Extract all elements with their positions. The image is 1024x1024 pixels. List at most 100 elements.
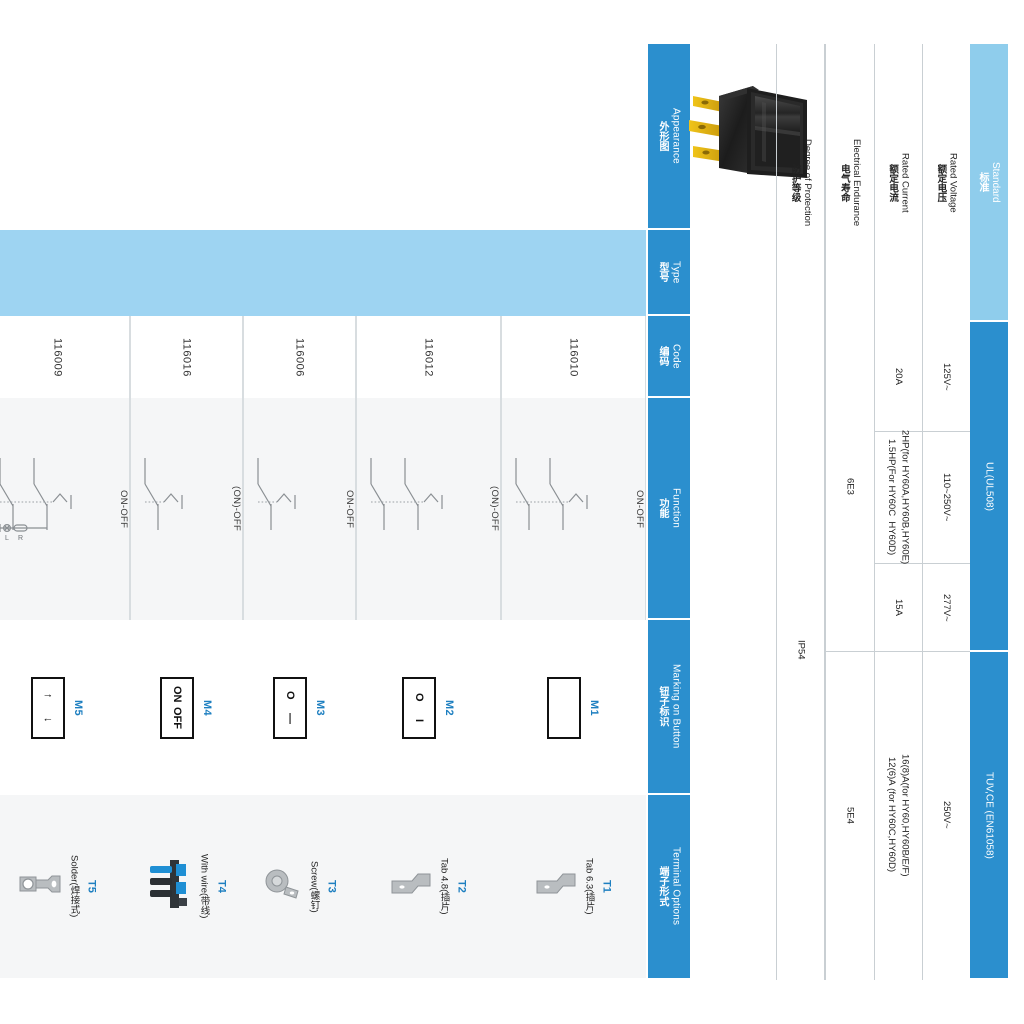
marking-code: M1 (588, 699, 600, 716)
header-marking-en: Marking on Button (670, 664, 682, 749)
standard-tuv-label: TUV,CE (EN61058) (983, 771, 995, 859)
tab-terminal-icon (535, 869, 577, 904)
function-cell: ON-OFF (243, 398, 356, 620)
header-function-en: Function (670, 488, 682, 528)
tab-terminal-icon (390, 869, 432, 904)
marking-cell: ↑↓M5 (0, 620, 130, 795)
appearance-cell (130, 44, 243, 230)
code-cell[interactable]: 116010 (501, 316, 646, 398)
function-schematic-svg (144, 457, 183, 530)
standard-ul: UL(UL508) (970, 322, 1008, 652)
terminal-cell: Tab 4.8(插片)T2 (356, 795, 501, 978)
header-type-cn: 型号 (657, 261, 668, 283)
code-cell[interactable]: 116012 (356, 316, 501, 398)
header-function-cn: 功能 (657, 497, 668, 519)
header-marking-cn: 钮子标识 (657, 686, 668, 727)
degree-of-protection-value: IP54 (777, 322, 824, 978)
spec-value: 5E4 (844, 806, 856, 824)
terminal-code: T4 (215, 880, 228, 893)
type-cell (356, 230, 501, 316)
rated-current-value: 15A (874, 564, 922, 652)
marking-code: M3 (314, 699, 326, 716)
spec-value: 6E3 (844, 478, 856, 495)
code-value: 116012 (422, 337, 435, 377)
marking-cell: M1 (501, 620, 646, 795)
spec-row-header-en: Rated Current (899, 153, 911, 213)
function-label: (ON)-OFF (489, 486, 500, 532)
function-cell: (ON)-OFF (130, 398, 243, 620)
spec-value: 110~250V~ (941, 473, 953, 522)
code-value: 116009 (51, 337, 64, 377)
marking-bottom-symbol: I (413, 719, 425, 723)
spec-value: 2HP(for HY60A,HY60B,HY60E)1.5HP(For HY60… (886, 430, 911, 565)
code-value: 116016 (180, 337, 193, 377)
function-label: ON-OFF (118, 489, 129, 529)
terminal-cell: Solder(焊接式)T5 (0, 795, 130, 978)
function-schematic (357, 450, 485, 569)
terminal-label: Tab 6.3(插片) (583, 858, 595, 915)
svg-text:R: R (18, 535, 23, 542)
function-cell: (ON)-OFF (356, 398, 501, 620)
spec-value: 125V~ (941, 362, 953, 391)
appearance-cell (0, 44, 130, 230)
terminal-label: With wire(带线) (198, 854, 210, 919)
code-value: 116010 (567, 337, 580, 377)
function-schematic-svg (257, 457, 296, 530)
terminal-cell: Screw(螺钉)T3 (243, 795, 356, 978)
spec-row-header-cn: 电气寿命 (838, 163, 850, 202)
marking-bottom-symbol: — (284, 713, 296, 725)
marking-code: M5 (72, 699, 84, 716)
function-schematic: L R (0, 450, 114, 569)
function-cell: L R ON-OFF (0, 398, 130, 620)
appearance-cell (356, 44, 501, 230)
code-cell[interactable]: 116006 (243, 316, 356, 398)
spec-value: IP54 (795, 640, 807, 660)
spec-value: 250V~ (941, 801, 953, 829)
wire-terminal-icon (146, 856, 192, 917)
header-code-en: Code (670, 343, 682, 369)
function-label: ON-OFF (634, 489, 645, 529)
function-label: ON-OFF (344, 489, 355, 529)
rated-current-value: 2HP(for HY60A,HY60B,HY60E)1.5HP(For HY60… (874, 430, 922, 565)
rated-voltage-value: 277V~ (922, 564, 970, 652)
code-cell[interactable]: 116016 (130, 316, 243, 398)
spec-row-header-en: Degree of Protection (801, 139, 813, 227)
type-cell (243, 230, 356, 316)
spec-value: 15A (892, 599, 904, 616)
marking-code: M2 (443, 699, 455, 716)
standard-ul-label: UL(UL508) (983, 461, 995, 511)
type-cell (501, 230, 646, 316)
header-terminal-cn: 端子形式 (657, 866, 668, 907)
code-cell[interactable]: 116009 (0, 316, 130, 398)
terminal-code: T3 (325, 880, 338, 893)
electrical-endurance-value: 5E4 (826, 652, 873, 978)
electrical-endurance-value: 6E3 (826, 322, 874, 652)
marking-bottom-symbol: OFF (171, 707, 183, 730)
marking-top-symbol: O (284, 690, 296, 700)
rated-current-value: 16(8)A(for HY60,HY60B/E/F)12(6)A (for HY… (875, 652, 922, 978)
header-terminal-en: Terminal Options (670, 847, 682, 926)
function-schematic-svg (515, 457, 588, 530)
rocker-switch-image (688, 86, 807, 178)
header-type-en: Type (670, 260, 682, 284)
appearance-cell (243, 44, 356, 230)
spec-row-header-en: Rated Voltage (947, 153, 959, 213)
terminal-code: T2 (455, 880, 468, 893)
